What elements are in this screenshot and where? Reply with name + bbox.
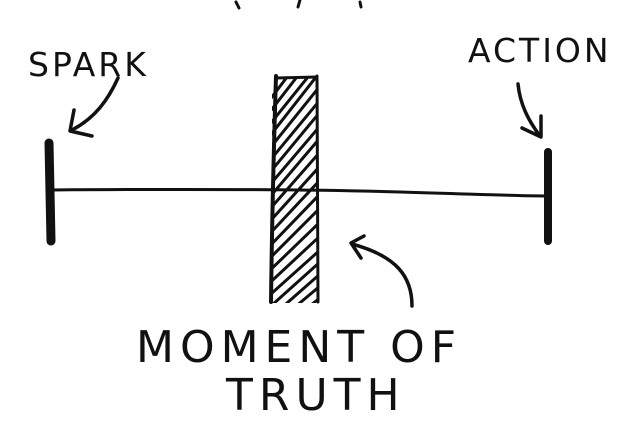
- bar-hatching: [272, 78, 318, 303]
- bar-left-edge: [269, 74, 278, 304]
- bar-right-edge: [315, 74, 320, 304]
- moment-of-truth-label-line1: MOMENT OF: [136, 322, 462, 373]
- moment-of-truth-label-line2: TRUTH: [225, 370, 406, 421]
- start-tick: [44, 138, 56, 246]
- spark-label: SPARK: [28, 45, 149, 84]
- cropped-top-marks: [234, 0, 363, 10]
- action-arrow: [516, 82, 543, 139]
- spark-arrow: [68, 76, 120, 138]
- action-label: ACTION: [468, 31, 612, 70]
- moment-arrow: [349, 234, 414, 308]
- timeline-line: [50, 187, 550, 198]
- moment-of-truth-bar: [269, 74, 320, 304]
- bar-top-edge: [274, 75, 319, 80]
